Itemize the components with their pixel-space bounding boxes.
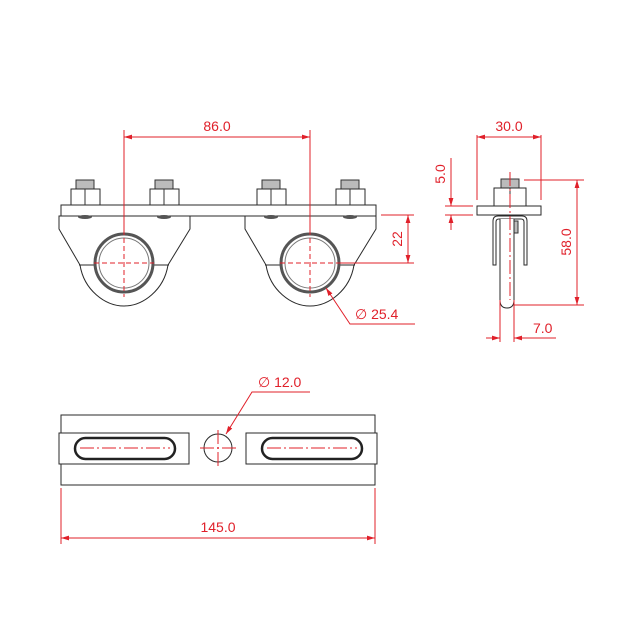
nut-bolt-1 [70, 179, 101, 219]
nut-bolt-3 [256, 179, 287, 219]
dim-center-spacing: 86.0 [203, 118, 230, 134]
dim-tab-thickness: 7.0 [533, 320, 553, 336]
front-view: 86.0 22 ∅ 25.4 [58, 118, 415, 325]
dim-hole-diameter: ∅ 12.0 [258, 374, 302, 390]
nut-bolt-4 [335, 179, 366, 219]
top-plate [60, 204, 377, 217]
top-view: ∅ 12.0 145.0 [58, 374, 378, 544]
dim-plate-thickness: 5.0 [432, 164, 448, 184]
dim-overall-length: 145.0 [200, 519, 235, 535]
nut-bolt-2 [149, 179, 180, 219]
dim-width: 30.0 [495, 118, 522, 134]
side-plate [476, 205, 542, 216]
dim-tube-diameter: ∅ 25.4 [355, 306, 399, 322]
side-view: 30.0 5.0 58.0 7.0 [432, 118, 584, 342]
dim-clamp-height: 22 [389, 231, 405, 247]
dim-height: 58.0 [558, 228, 574, 255]
